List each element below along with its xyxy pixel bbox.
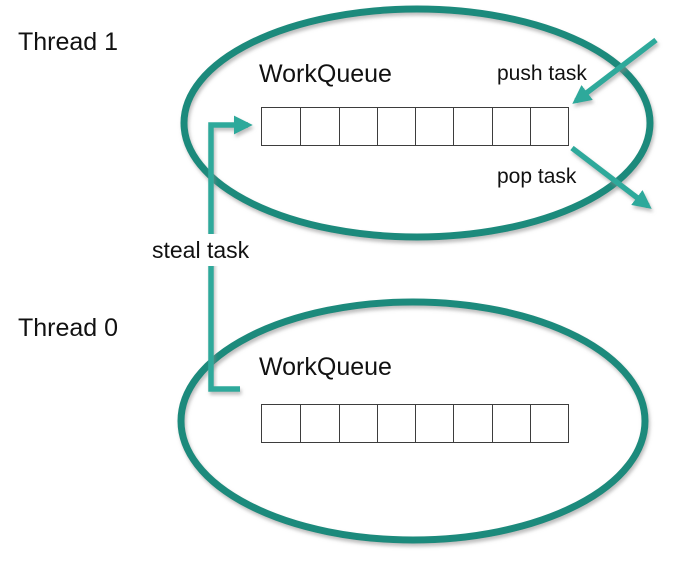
queue-cell (262, 108, 300, 145)
queue-cell (300, 405, 338, 442)
thread0-label: Thread 0 (18, 314, 119, 342)
workqueue-bottom-grid (261, 404, 569, 443)
workqueue-bottom-label: WorkQueue (259, 353, 392, 381)
pop-task-label: pop task (497, 165, 577, 188)
thread1-ellipse (180, 5, 654, 241)
queue-cell (415, 108, 453, 145)
workqueue-top-grid (261, 107, 569, 146)
queue-cell (376, 405, 415, 442)
pop-task-arrow (570, 145, 652, 209)
thread1-label: Thread 1 (18, 28, 119, 56)
push-task-arrow (572, 37, 658, 104)
queue-cell (529, 405, 568, 442)
queue-cell (415, 405, 453, 442)
queue-cell (529, 108, 568, 145)
push-task-label: push task (497, 62, 587, 85)
queue-cell (262, 405, 300, 442)
queue-cell (376, 108, 415, 145)
queue-cell (491, 405, 530, 442)
workqueue-top-label: WorkQueue (259, 60, 392, 88)
queue-cell (453, 405, 491, 442)
queue-cell (491, 108, 530, 145)
queue-cell (338, 405, 377, 442)
thread0-ellipse (177, 298, 649, 544)
steal-task-label: steal task (150, 234, 252, 267)
queue-cell (300, 108, 338, 145)
queue-cell (338, 108, 377, 145)
queue-cell (453, 108, 491, 145)
